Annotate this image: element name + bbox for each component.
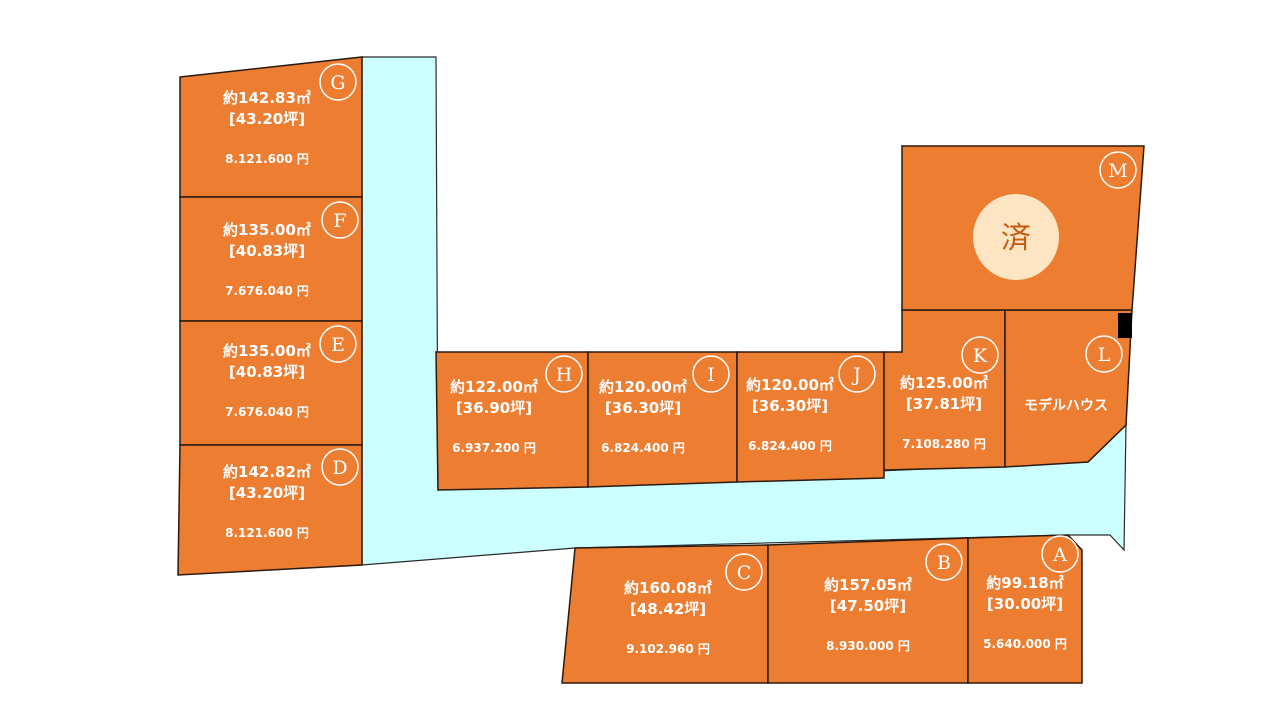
lot-label-circle-icon bbox=[319, 63, 357, 101]
lot-j[interactable]: J 約120.00㎡ [36.30坪] 6.824.400 円 bbox=[736, 351, 885, 483]
lot-c[interactable]: C 約160.08㎡ [48.42坪] 9.102.960 円 bbox=[561, 544, 769, 684]
lot-label-circle-icon bbox=[319, 325, 357, 363]
lot-d[interactable]: D 約142.82㎡ [43.20坪] 8.121.600 円 bbox=[177, 444, 363, 576]
model-house-label: モデルハウス bbox=[1024, 397, 1108, 414]
lot-label: J bbox=[851, 364, 861, 386]
lot-price: 5.640.000 円 bbox=[983, 637, 1067, 651]
lot-price: 9.102.960 円 bbox=[626, 642, 710, 656]
sold-badge-text: 済 bbox=[1001, 221, 1031, 256]
lot-label: M bbox=[1108, 160, 1127, 182]
lot-label-circle-icon bbox=[321, 448, 359, 486]
lot-price: 6.824.400 円 bbox=[748, 439, 832, 453]
lot-tsubo: [43.20坪] bbox=[229, 110, 305, 128]
lot-price: 6.824.400 円 bbox=[601, 441, 685, 455]
lot-tsubo: [37.81坪] bbox=[906, 395, 982, 413]
lot-label-circle-icon bbox=[925, 543, 963, 581]
lot-f[interactable]: F 約135.00㎡ [40.83坪] 7.676.040 円 bbox=[179, 196, 363, 322]
lot-b[interactable]: B 約157.05㎡ [47.50坪] 8.930.000 円 bbox=[767, 537, 969, 684]
lot-k[interactable]: K 約125.00㎡ [37.81坪] 7.108.280 円 bbox=[883, 309, 1006, 471]
lot-label: A bbox=[1052, 544, 1067, 566]
lot-price: 7.676.040 円 bbox=[225, 284, 309, 298]
lot-a[interactable]: A 約99.18㎡ [30.00坪] 5.640.000 円 bbox=[967, 534, 1083, 684]
lot-tsubo: [30.00坪] bbox=[987, 595, 1063, 613]
lot-area: 約125.00㎡ bbox=[900, 374, 988, 392]
lot-label: K bbox=[973, 345, 988, 367]
lot-tsubo: [47.50坪] bbox=[830, 597, 906, 615]
lot-tsubo: [48.42坪] bbox=[630, 600, 706, 618]
lot-a-shape[interactable] bbox=[967, 534, 1083, 684]
lot-g[interactable]: G 約142.83㎡ [43.20坪] 8.121.600 円 bbox=[179, 56, 363, 198]
lot-area: 約99.18㎡ bbox=[986, 574, 1063, 592]
lot-price: 6.937.200 円 bbox=[452, 441, 536, 455]
lot-tsubo: [43.20坪] bbox=[229, 484, 305, 502]
lot-label-circle-icon bbox=[545, 355, 583, 393]
lot-area: 約122.00㎡ bbox=[450, 378, 538, 396]
lot-area: 約135.00㎡ bbox=[223, 342, 311, 360]
lot-e[interactable]: E 約135.00㎡ [40.83坪] 7.676.040 円 bbox=[179, 320, 363, 446]
lot-label-circle-icon bbox=[1085, 335, 1123, 373]
lot-tsubo: [36.30坪] bbox=[752, 397, 828, 415]
lot-area: 約142.82㎡ bbox=[223, 463, 311, 481]
lot-j-shape[interactable] bbox=[736, 351, 885, 483]
lot-tsubo: [40.83坪] bbox=[229, 363, 305, 381]
lot-price: 7.108.280 円 bbox=[902, 437, 986, 451]
lot-area: 約135.00㎡ bbox=[223, 221, 311, 239]
lot-label-circle-icon bbox=[1041, 535, 1079, 573]
lot-label-circle-icon bbox=[961, 336, 999, 374]
lot-i[interactable]: I 約120.00㎡ [36.30坪] 6.824.400 円 bbox=[587, 351, 738, 488]
black-marker bbox=[1118, 313, 1132, 338]
lot-l[interactable]: L モデルハウス bbox=[1004, 309, 1133, 468]
lot-label-circle-icon bbox=[692, 355, 730, 393]
lot-label: B bbox=[937, 552, 951, 574]
lot-tsubo: [36.30坪] bbox=[605, 399, 681, 417]
lot-tsubo: [36.90坪] bbox=[456, 399, 532, 417]
lot-tsubo: [40.83坪] bbox=[229, 242, 305, 260]
lot-label-circle-icon bbox=[1099, 151, 1137, 189]
lot-label-circle-icon bbox=[321, 201, 359, 239]
lot-price: 7.676.040 円 bbox=[225, 405, 309, 419]
lot-area: 約157.05㎡ bbox=[824, 576, 912, 594]
lot-area: 約120.00㎡ bbox=[599, 378, 687, 396]
sold-badge bbox=[973, 194, 1059, 280]
lot-label: C bbox=[737, 562, 752, 584]
lot-d-shape[interactable] bbox=[177, 444, 363, 576]
lot-label: G bbox=[330, 72, 345, 94]
lot-label-circle-icon bbox=[725, 553, 763, 591]
lot-price: 8.930.000 円 bbox=[826, 639, 910, 653]
lot-area: 約120.00㎡ bbox=[746, 376, 834, 394]
road bbox=[361, 56, 1127, 566]
lot-area: 約160.08㎡ bbox=[624, 579, 712, 597]
lot-area: 約142.83㎡ bbox=[223, 89, 311, 107]
lot-label: I bbox=[707, 364, 715, 386]
lot-label: H bbox=[556, 364, 573, 386]
lot-h[interactable]: H 約122.00㎡ [36.90坪] 6.937.200 円 bbox=[435, 351, 589, 491]
lot-price: 8.121.600 円 bbox=[225, 526, 309, 540]
lot-label: E bbox=[331, 334, 345, 356]
lot-label-circle-icon bbox=[838, 355, 876, 393]
lot-price: 8.121.600 円 bbox=[225, 152, 309, 166]
lot-m[interactable]: M済 bbox=[901, 145, 1145, 311]
lot-label: F bbox=[333, 210, 346, 232]
lot-label: L bbox=[1098, 344, 1111, 366]
lot-label: D bbox=[332, 457, 347, 479]
